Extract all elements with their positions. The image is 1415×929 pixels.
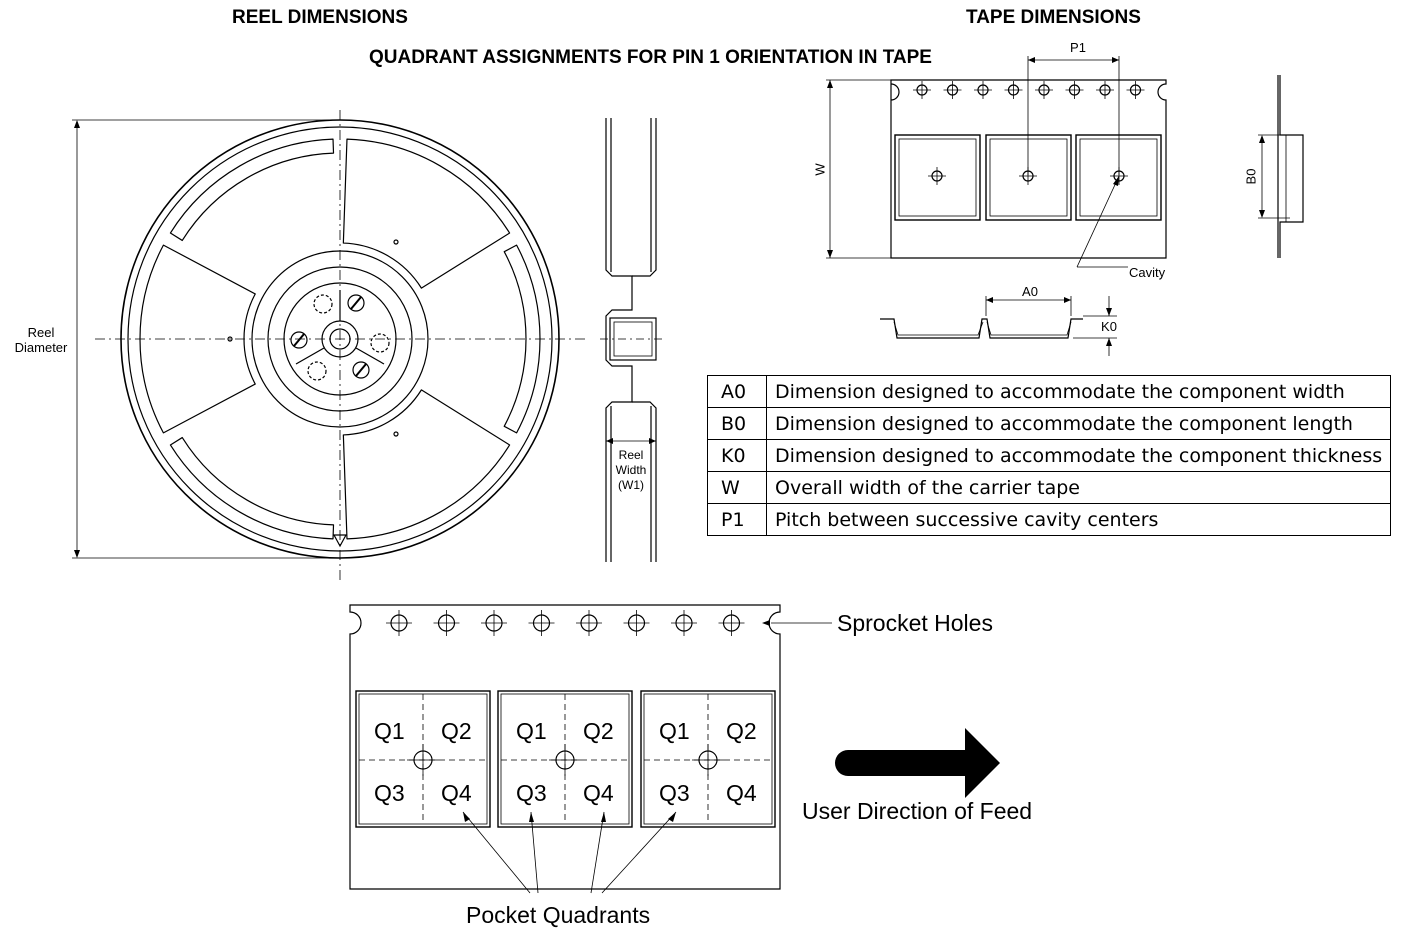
sprocket-hole-icon [433,610,460,636]
sprocket-hole-icon [974,81,992,99]
pocket-quadrants-label: Pocket Quadrants [466,902,651,928]
k0-label: K0 [1101,319,1117,334]
pocket-center-icon [407,744,439,776]
sprocket-hole-icon [1096,81,1114,99]
cavity-label: Cavity [1129,265,1166,280]
quadrant-label-q2: Q2 [441,718,472,744]
p1-label: P1 [1070,40,1086,55]
quadrant-label-q1: Q1 [374,718,405,744]
quadrant-label-q4: Q4 [726,780,757,806]
definition-symbol: B0 [707,407,767,440]
cavity-center-icon [928,167,946,185]
sprocket-holes-label: Sprocket Holes [837,610,993,636]
sprocket-hole-icon [1035,81,1053,99]
reel-diameter-label: Reel Diameter [6,325,76,355]
quadrant-label-q4: Q4 [583,780,614,806]
sprocket-hole-icon [386,610,412,636]
reel-window-small [169,138,335,242]
reel-diameter-label-line1: Reel [27,325,55,340]
quadrant-label-q2: Q2 [583,718,614,744]
sprocket-hole-icon [913,81,931,99]
reel-window-large [139,244,256,434]
tape-side-view-b0 [1258,75,1304,258]
definition-symbol: K0 [707,439,767,472]
quadrant-label-q4: Q4 [441,780,472,806]
w-label: W [812,163,828,176]
reel-window-small [169,436,335,540]
reel-width-label-line1: Reel [618,448,644,462]
sprocket-hole-icon [943,81,962,99]
pocket [640,690,776,828]
quadrant-label-q1: Q1 [659,718,690,744]
sprocket-hole-icon [671,610,697,636]
b0-label: B0 [1243,168,1259,185]
quadrant-assignments-header: QUADRANT ASSIGNMENTS FOR PIN 1 ORIENTATI… [369,47,932,68]
definition-text: Dimension designed to accommodate the co… [765,375,1392,408]
reel-diameter-label-line2: Diameter [14,340,68,355]
definition-text: Overall width of the carrier tape [765,471,1392,504]
definition-symbol: A0 [707,375,767,408]
sprocket-hole-icon [1065,81,1084,99]
pocket-center-icon [692,744,724,776]
pocket-center-icon [549,744,581,776]
quadrant-label-q3: Q3 [516,780,547,806]
pocket [355,690,491,828]
feed-direction-label: User Direction of Feed [802,798,1033,824]
reel-window-large [342,389,511,540]
sprocket-hole-icon [576,610,602,636]
sprocket-hole-icon [528,610,555,636]
definition-symbol: W [707,471,767,504]
definition-text: Dimension designed to accommodate the co… [765,439,1392,472]
tape-dimensions-header: TAPE DIMENSIONS [966,7,1141,28]
reel-front-view [72,110,585,580]
sprocket-hole-icon [1004,81,1023,99]
sprocket-hole-icon [718,610,745,636]
quadrant-label-q1: Q1 [516,718,547,744]
quadrant-tape [349,604,1000,894]
reel-width-label: Reel Width (W1) [608,448,654,493]
pocket [497,690,633,828]
reel-window-small [503,244,541,434]
tape-cross-section [880,296,1117,356]
definition-text: Dimension designed to accommodate the co… [765,407,1392,440]
quadrant-label-q3: Q3 [659,780,690,806]
right-arrow-icon [835,728,1000,798]
reel-side-profile [600,118,664,562]
quadrant-label-q3: Q3 [374,780,405,806]
a0-label: A0 [1022,284,1038,299]
definition-text: Pitch between successive cavity centers [765,503,1392,536]
reel-window-large [342,138,511,289]
tape-top-view [826,56,1167,268]
reel-width-label-line3: (W1) [618,478,644,492]
quadrant-label-q2: Q2 [726,718,757,744]
sprocket-hole-icon [623,610,650,636]
definition-symbol: P1 [707,503,767,536]
sprocket-hole-icon [1126,81,1145,99]
reel-dimensions-header: REEL DIMENSIONS [232,7,408,28]
sprocket-hole-icon [481,610,507,636]
reel-width-label-line2: Width [615,463,647,477]
